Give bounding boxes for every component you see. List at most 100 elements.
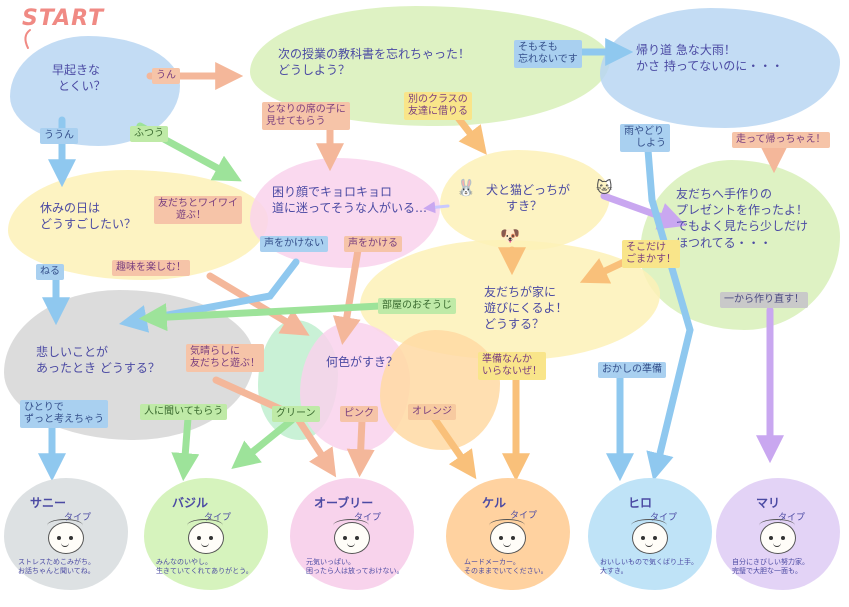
node-q5-line: 困り顔でキョロキョロ [272,185,393,199]
arrow-q8-kibarashi [212,376,337,478]
result-desc: 元気いっぱい。 困ったら人は放っておけない。 [306,558,403,576]
tag-betsu: 別のクラスの 友達に借りる [404,92,472,120]
avatar [47,519,84,554]
tag-green: グリーン [272,406,320,422]
arrow-q10-pink [346,416,375,478]
node-q1-line: とくい？ [58,79,106,94]
tag-tonari-line: となりの席の子に [266,104,346,115]
tag-hitori-line: ひとりで [24,402,64,413]
result-basil: バジル タイプ みんなのいやし。 生きていてくれてありがとう。 [144,478,268,590]
tag-tonari-line: 見せてもらう [266,116,326,127]
tag-orange: オレンジ [408,404,456,420]
tag-okashi: おかしの準備 [598,362,666,378]
result-kel: ケル タイプ ムードメーカー。 そのままでいてください。 [446,478,570,590]
node-q4-line: どうすごしたい？ [40,217,137,232]
result-desc: ストレスためこみがち。 お話ちゃんと聞いてね。 [18,558,95,576]
result-type: タイプ [510,511,538,521]
result-aubrey: オーブリー タイプ 元気いっぱい。 困ったら人は放っておけない。 [290,478,414,590]
result-type: タイプ [650,513,678,523]
node-q1: 早起きな とくい？ [52,62,106,94]
arrow-q9-heya [138,302,384,332]
tag-futsuu: ふつう [130,126,168,142]
result-desc-line: みんなのいやし。 [156,558,212,566]
tag-wai-line: 友だちとワイワイ [158,198,238,209]
result-desc-line: 困ったら人は放っておけない。 [306,567,404,576]
node-q8-line: 悲しいことが [36,345,109,359]
tag-junbi-line: いらないぜ！ [482,366,542,377]
tag-hitori: ひとりで ずっと考えちゃう [20,400,108,428]
arrow-q5-to-q6 [423,201,450,214]
node-q7-line: プレゼントを作ったよ！ [676,203,809,218]
arrow-q6-cat [600,192,687,230]
result-type: タイプ [204,513,232,523]
cat-icon: 🐱 [596,178,613,197]
arrow-q4-shumi [206,272,310,336]
node-q4: 休みの日は どうすごしたい？ [40,200,136,232]
result-desc-line: ムードメーカー。 [464,558,520,566]
tag-sosomo-line: そもそも [518,42,558,53]
tag-wai: 友だちとワイワイ 遊ぶ！ [154,196,242,224]
result-desc-line: 完璧で大胆な一面も。 [732,567,802,576]
result-title: ケル [482,496,507,510]
tag-sosomo: そもそも 忘れないです [514,40,582,68]
result-desc: ムードメーカー。 そのままでいてください。 [464,558,548,576]
node-q7-line: ほつれてる・・・ [676,235,772,250]
result-title: サニー [30,496,67,510]
tag-hitori-line: ずっと考えちゃう [24,414,104,425]
result-desc-line: お話ちゃんと聞いてね。 [18,567,95,576]
arrow-start [24,29,31,49]
result-title: バジル [172,496,209,510]
result-desc: おいしいもので気くばり上手。 大すき。 [600,558,698,576]
tag-shumi: 趣味を楽しむ！ [112,260,190,276]
tag-junbi: 準備なんか いらないぜ！ [478,352,546,380]
node-q1-line: 早起きな [52,63,101,77]
result-desc-line: 自分にきびしい努力家。 [732,558,809,566]
result-title: ヒロ [628,496,653,510]
node-q2: 次の授業の教科書を忘れちゃった！ どうしよう？ [278,46,470,78]
result-desc-line: 大すき。 [600,567,628,576]
result-desc: みんなのいやし。 生きていてくれてありがとう。 [156,558,253,576]
tag-amayadori: 雨やどり しよう [620,124,670,152]
arrow-q8-hito [171,414,200,482]
tag-kibarashi: 気晴らしに 友だちと遊ぶ！ [186,344,264,372]
result-title: オーブリー [314,496,374,510]
result-desc-line: そのままでいてください。 [464,567,548,576]
result-hero: ヒロ タイプ おいしいもので気くばり上手。 大すき。 [588,478,712,590]
tag-sosomo-line: 忘れないです [518,54,578,65]
node-q2-line: どうしよう？ [278,63,351,78]
result-type: タイプ [64,513,92,523]
tag-amayadori-line: 雨やどり [624,126,664,137]
tag-un: うん [152,68,180,84]
node-q3-line: 帰り道 急な大雨！ [636,43,736,57]
arrow-q7-sodake [579,258,628,284]
dog-icon: 🐶 [500,226,520,245]
tag-kibarashi-line: 気晴らしに [190,346,240,357]
avatar [631,519,668,554]
node-q5: 困り顔でキョロキョロ 道に迷ってそうな人がいる… [272,184,427,216]
tag-sodake: そこだけ ごまかす！ [622,240,680,268]
tag-kibarashi-line: 友だちと遊ぶ！ [190,358,260,369]
node-q7-line: でもよく見たら少しだけ [676,219,809,234]
result-type: タイプ [354,513,382,523]
tag-sodake-line: そこだけ [626,242,666,253]
arrow-q10-orange [430,414,477,480]
result-desc-line: おいしいもので気くばり上手。 [600,558,698,566]
tag-koe-nai: 声をかけない [260,236,328,252]
tag-junbi-line: 準備なんか [482,354,532,365]
node-q8: 悲しいことが あったとき どうする？ [36,344,160,376]
result-desc-line: 生きていてくれてありがとう。 [156,567,253,576]
arrow-q5-koe [332,246,362,346]
bubble-q6 [440,150,610,250]
node-q5-line: 道に迷ってそうな人がいる… [272,201,428,216]
node-q6: 犬と猫どっちが すき？ [486,182,570,214]
tag-sodake-line: ごまかす！ [626,254,676,265]
result-desc-line: 元気いっぱい。 [306,558,355,566]
arrow-q10-green [231,416,296,470]
start-label: START [22,6,105,31]
node-q9-line: 遊びにくるよ！ [484,301,568,316]
node-q7-line: 友だちへ手作りの [676,187,773,201]
tag-amayadori-line: しよう [636,138,666,149]
tag-pink: ピンク [340,406,378,422]
node-q3-line: かさ 持ってないのに・・・ [636,59,784,74]
tag-tonari: となりの席の子に 見せてもらう [262,102,350,130]
